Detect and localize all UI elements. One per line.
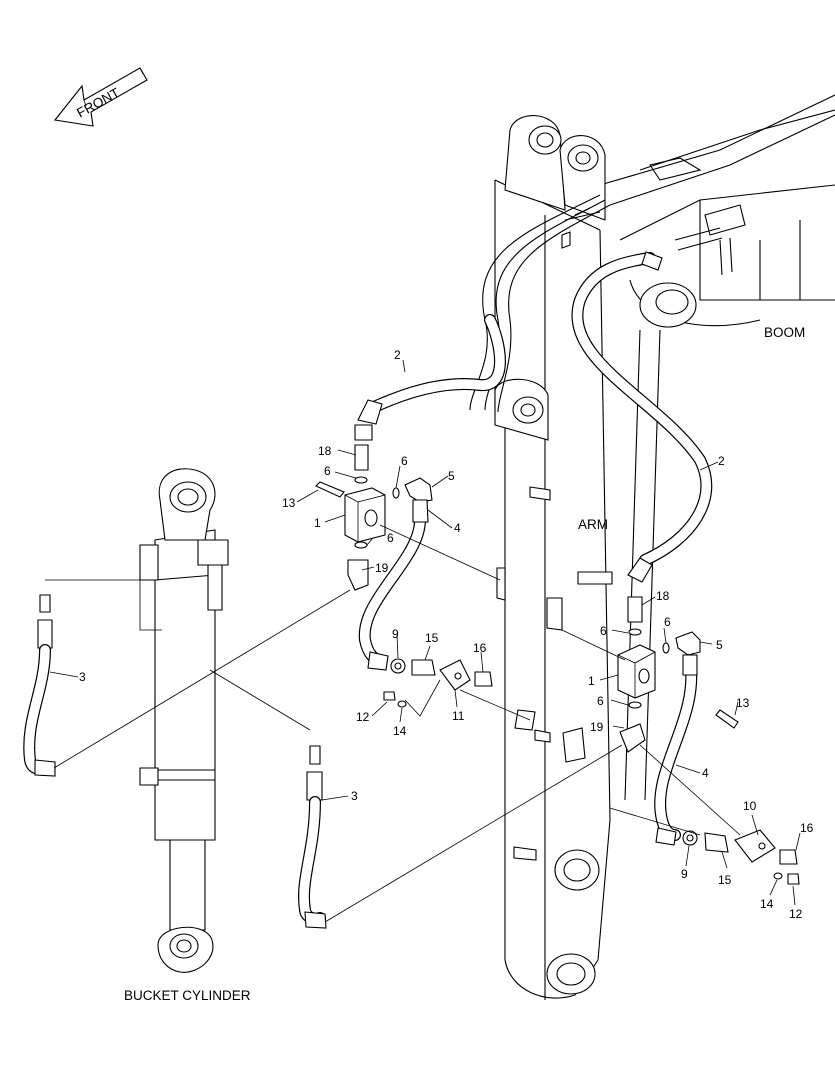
hose-2-left bbox=[354, 314, 506, 441]
callout-5: 5 bbox=[448, 469, 455, 483]
arm-label: ARM bbox=[578, 517, 608, 532]
callout-13: 13 bbox=[736, 696, 750, 710]
callout-2: 2 bbox=[394, 348, 401, 362]
callout-10: 10 bbox=[743, 799, 757, 813]
callout-4: 4 bbox=[702, 766, 709, 780]
bucket-cylinder-label: BUCKET CYLINDER bbox=[124, 988, 251, 1003]
callout-12: 12 bbox=[789, 907, 803, 921]
callout-5: 5 bbox=[716, 638, 723, 652]
hose-3-right bbox=[298, 745, 327, 929]
callout-4: 4 bbox=[454, 521, 461, 535]
callout-14: 14 bbox=[760, 897, 774, 911]
callout-19: 19 bbox=[375, 561, 389, 575]
callout-6: 6 bbox=[324, 464, 331, 478]
boom-structure bbox=[599, 94, 835, 328]
front-arrow-icon bbox=[53, 67, 148, 127]
callout-18: 18 bbox=[318, 444, 332, 458]
connection-lines bbox=[45, 524, 741, 923]
valve-block-left bbox=[315, 444, 433, 671]
callout-3: 3 bbox=[79, 670, 86, 684]
callout-16: 16 bbox=[473, 641, 487, 655]
hose-3-left bbox=[23, 594, 56, 777]
callout-6: 6 bbox=[597, 694, 604, 708]
callout-19: 19 bbox=[590, 720, 604, 734]
valve-block-right bbox=[617, 596, 739, 846]
callout-16: 16 bbox=[800, 821, 814, 835]
callout-3: 3 bbox=[351, 789, 358, 803]
leader-lines bbox=[49, 359, 801, 906]
callout-6: 6 bbox=[600, 624, 607, 638]
callout-6: 6 bbox=[387, 531, 394, 545]
fitting-group-right bbox=[682, 829, 800, 885]
callout-6: 6 bbox=[664, 615, 671, 629]
arm-structure bbox=[494, 115, 661, 1000]
callout-1: 1 bbox=[314, 516, 321, 530]
boom-label: BOOM bbox=[764, 325, 805, 340]
callout-1: 1 bbox=[588, 674, 595, 688]
callout-13: 13 bbox=[282, 496, 296, 510]
hose-2-right bbox=[571, 251, 713, 583]
callout-18: 18 bbox=[656, 589, 670, 603]
callout-15: 15 bbox=[425, 631, 439, 645]
callout-15: 15 bbox=[718, 873, 732, 887]
callout-2: 2 bbox=[718, 454, 725, 468]
callout-14: 14 bbox=[393, 724, 407, 738]
bucket-cylinder bbox=[139, 468, 229, 973]
callout-6: 6 bbox=[401, 454, 408, 468]
fitting-group-left bbox=[383, 658, 493, 717]
callout-9: 9 bbox=[681, 867, 688, 881]
callout-11: 11 bbox=[452, 709, 465, 723]
callout-9: 9 bbox=[392, 627, 399, 641]
callout-12: 12 bbox=[356, 710, 370, 724]
